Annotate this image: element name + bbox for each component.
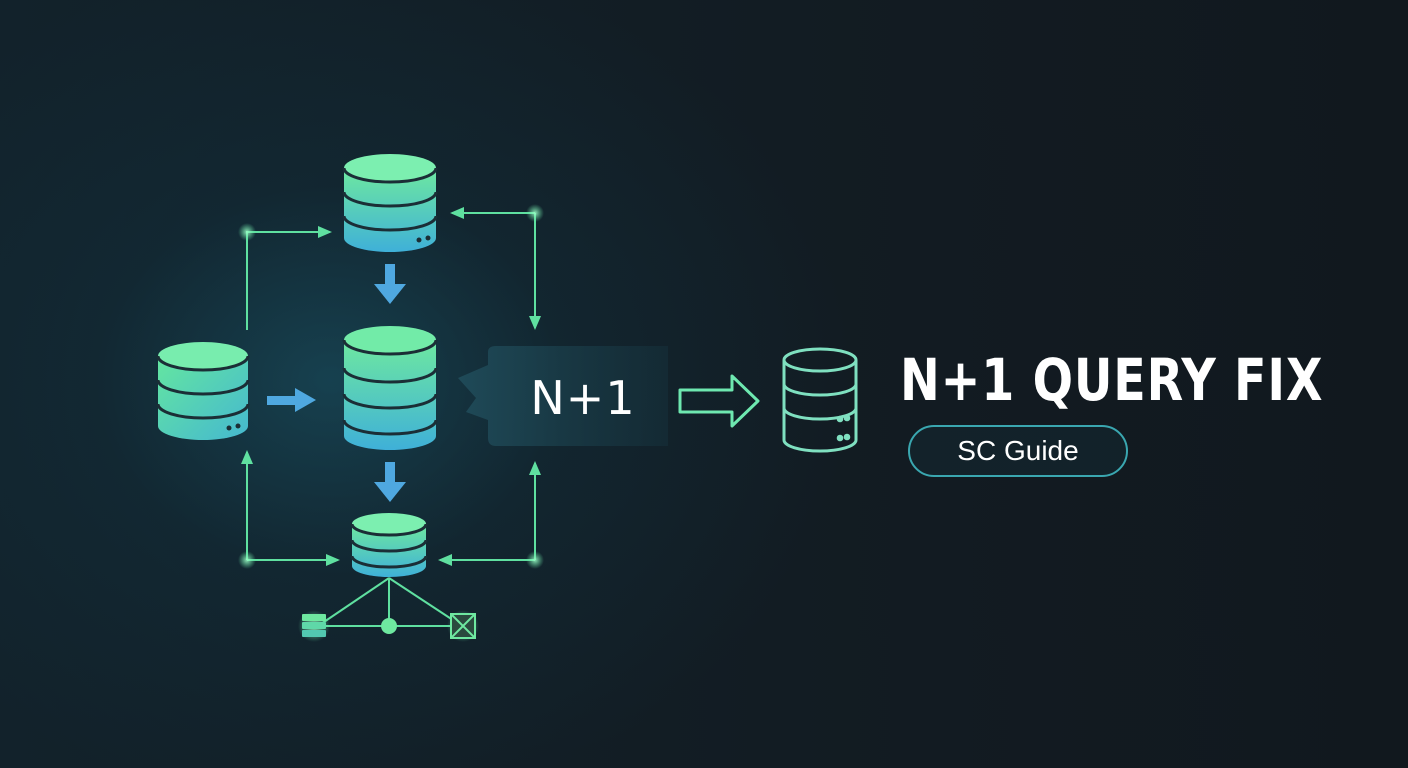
database-icon bbox=[156, 342, 250, 440]
arrow-icon bbox=[374, 264, 406, 304]
glow-node bbox=[526, 551, 544, 569]
database-icon bbox=[350, 513, 428, 577]
n1-badge-label: N+1 bbox=[530, 371, 636, 425]
database-icon bbox=[782, 347, 858, 453]
glow-node bbox=[238, 551, 256, 569]
stack-icon bbox=[298, 610, 330, 642]
database-icon bbox=[342, 154, 438, 252]
database-icon bbox=[342, 326, 438, 450]
connector-top-left bbox=[246, 226, 332, 330]
box-icon bbox=[447, 610, 479, 642]
outline-arrow-icon bbox=[678, 374, 760, 428]
glow-nodes bbox=[238, 204, 544, 569]
node-icon bbox=[381, 618, 397, 634]
arrow-icon bbox=[374, 462, 406, 502]
arrow-icon bbox=[267, 388, 316, 412]
page-title: N+1 QUERY FIX bbox=[900, 346, 1324, 414]
guide-pill: SC Guide bbox=[908, 425, 1128, 477]
glow-node bbox=[526, 204, 544, 222]
n1-banner bbox=[458, 346, 668, 446]
glow-node bbox=[238, 223, 256, 241]
